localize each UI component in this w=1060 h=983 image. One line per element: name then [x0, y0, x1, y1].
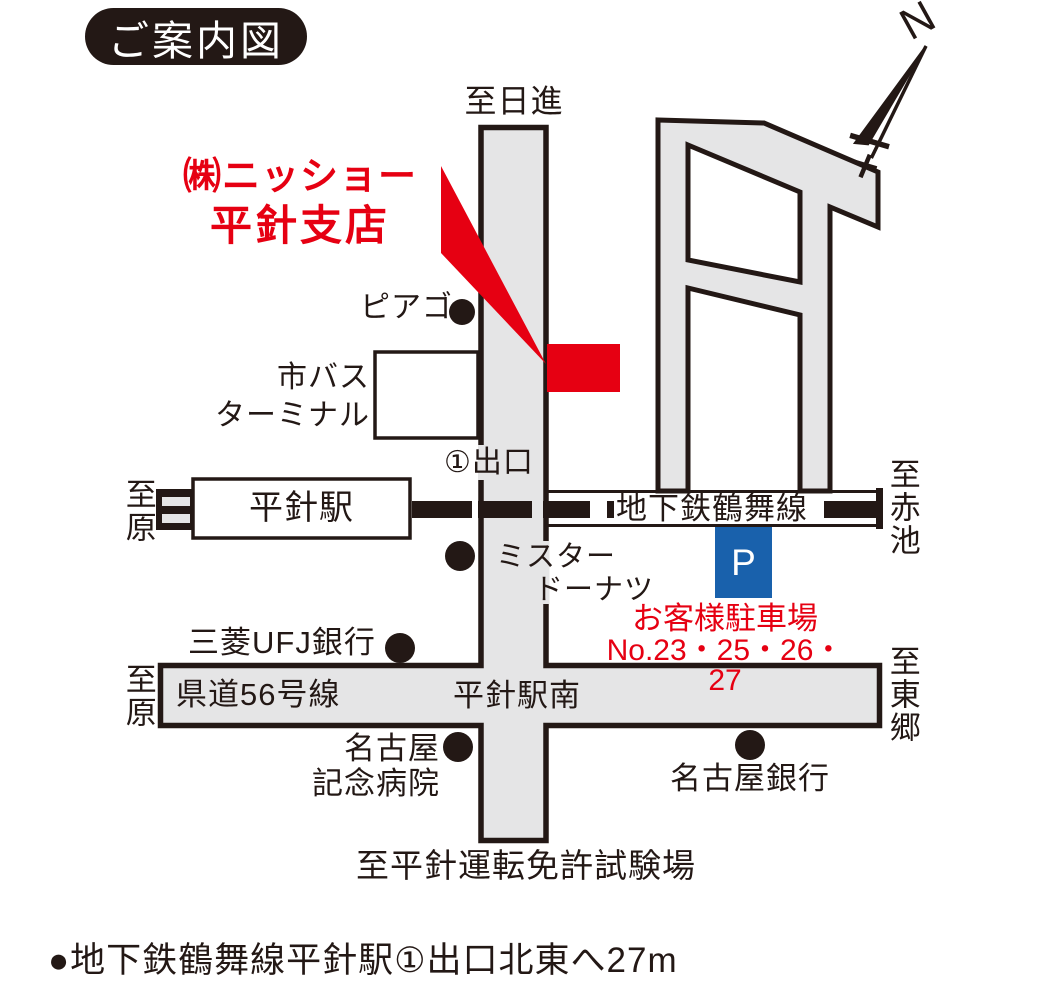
bus-terminal-line1: 市バス [277, 361, 370, 394]
compass-needle-icon [849, 45, 928, 179]
mister-donut-line2: ドーナツ [534, 574, 655, 606]
railway-top-line [548, 490, 877, 493]
pref-road-label: 県道56号線 [176, 677, 341, 712]
label-to-akaike: 至赤池 [884, 458, 920, 557]
pointer-wedge [441, 166, 546, 364]
road-loop-structure [655, 117, 881, 494]
dot-piago [449, 299, 475, 325]
road-cross [157, 124, 883, 844]
station-box [191, 477, 412, 540]
parking-symbol: P [731, 541, 756, 583]
label-to-hara-road: 至原 [120, 663, 156, 729]
branch-marker [547, 344, 620, 392]
dot-nagoya-bank [735, 730, 765, 760]
label-to-nisshin: 至日進 [464, 83, 564, 119]
dot-mister-donut [445, 541, 475, 571]
border-patch-donut [542, 541, 550, 604]
landmark-mister-donut: ミスター ドーナツ [496, 541, 654, 607]
parking-label-line2: No.23・25・26・27 [606, 634, 844, 697]
landmark-bus-terminal: 市バス ターミナル [208, 359, 370, 435]
landmark-piago: ピアゴ [360, 291, 453, 324]
destination-line1: ㈱ニッショー [182, 156, 417, 198]
label-to-hara-rail: 至原 [120, 478, 156, 544]
landmark-ufj-bank: 三菱UFJ銀行 [188, 625, 376, 660]
railway-bottom-line [548, 524, 883, 527]
border-patch-exit [478, 445, 485, 480]
landmark-nagoya-bank: 名古屋銀行 [670, 761, 830, 796]
footer-note: ●地下鉄鶴舞線平針駅①出口北東へ27m [48, 941, 678, 980]
nagoya-memorial-line2: 記念病院 [312, 766, 440, 801]
destination-label: ㈱ニッショー 平針支店 [150, 156, 450, 250]
station-label: 平針駅 [249, 489, 354, 527]
dot-ufj-bank [385, 633, 415, 663]
landmark-nagoya-memorial: 名古屋 記念病院 [300, 731, 440, 801]
subway-line-label: 地下鉄鶴舞線 [616, 491, 808, 526]
bus-terminal-line2: ターミナル [215, 399, 370, 432]
map-title: ご案内図 [108, 17, 284, 64]
railway-west-end [156, 489, 194, 530]
label-to-license-center: 至平針運転免許試験場 [356, 847, 696, 884]
railway-dashes [412, 501, 876, 518]
exit-label: ①出口 [444, 446, 534, 479]
parking-label: お客様駐車場 No.23・25・26・27 [590, 603, 860, 696]
mister-donut-line1: ミスター [496, 541, 617, 573]
railway-east-cap [876, 488, 883, 529]
station-south-label: 平針駅南 [453, 678, 581, 713]
label-to-togo: 至東郷 [884, 645, 920, 744]
map-title-badge: ご案内図 [85, 8, 307, 65]
bus-terminal-box [373, 350, 480, 440]
parking-box: P [715, 527, 772, 598]
parking-label-line1: お客様駐車場 [632, 601, 818, 636]
nagoya-memorial-line1: 名古屋 [344, 731, 440, 766]
dot-nagoya-memorial [443, 732, 473, 762]
destination-line2: 平針支店 [209, 201, 390, 249]
